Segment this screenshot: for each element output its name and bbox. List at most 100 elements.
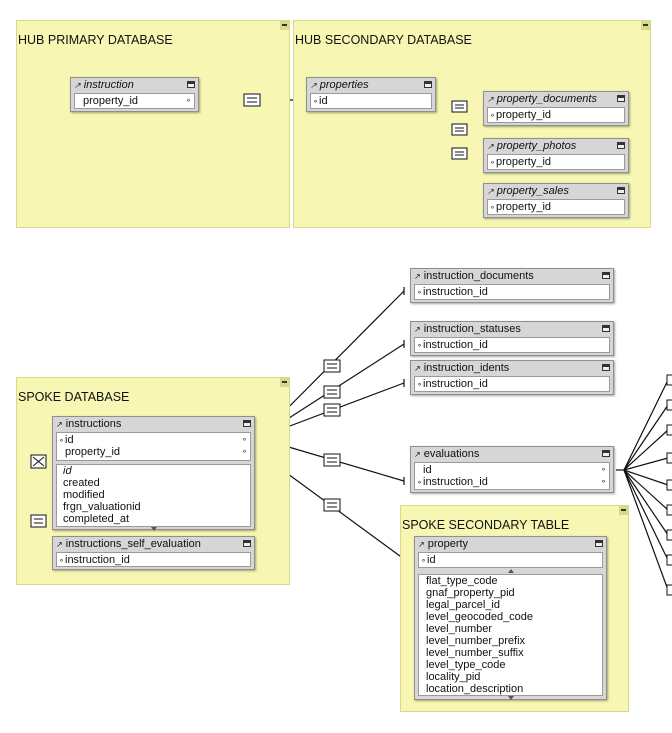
table-header[interactable]: ↗property_sales [484, 184, 628, 199]
field-row[interactable]: location_description [426, 683, 524, 695]
minimize-icon[interactable] [617, 187, 625, 194]
equals-operator-icon[interactable] [451, 100, 468, 113]
table-header[interactable]: ↗instruction [71, 78, 198, 93]
table-header[interactable]: ↗instructions [53, 417, 254, 432]
scroll-down-icon[interactable] [507, 696, 514, 700]
field-row[interactable]: property_id∘ [65, 446, 247, 458]
field-row[interactable]: level_type_code [426, 659, 506, 671]
table-instructions[interactable]: ↗instructions ∘id∘ property_id∘ id creat… [52, 416, 255, 531]
minimize-icon[interactable] [280, 21, 289, 30]
minimize-icon[interactable] [602, 450, 610, 457]
table-header[interactable]: ↗evaluations [411, 447, 613, 462]
minimize-icon[interactable] [595, 540, 603, 547]
equals-operator-icon[interactable] [323, 359, 341, 373]
minimize-icon[interactable] [617, 142, 625, 149]
field-row[interactable]: level_number [426, 623, 493, 635]
field-row[interactable]: frgn_valuationid [63, 501, 141, 513]
field-row[interactable]: level_number_suffix [426, 647, 524, 659]
table-header[interactable]: ↗instruction_statuses [411, 322, 613, 337]
field-row[interactable]: ∘property_id [490, 156, 552, 168]
minimize-icon[interactable] [280, 378, 289, 387]
equals-operator-icon[interactable] [323, 385, 341, 399]
group-title: HUB PRIMARY DATABASE [18, 33, 173, 47]
table-instruction-statuses[interactable]: ↗instruction_statuses ∘instruction_id [410, 321, 614, 356]
table-header[interactable]: ↗instruction_documents [411, 269, 613, 284]
table-instruction-idents[interactable]: ↗instruction_idents ∘instruction_id [410, 360, 614, 395]
equals-operator-icon[interactable] [323, 453, 341, 467]
scroll-down-icon[interactable] [150, 527, 157, 531]
scroll-up-icon[interactable] [507, 569, 514, 573]
arrow-icon: ↗ [487, 142, 494, 151]
table-property-sales[interactable]: ↗property_sales ∘property_id [483, 183, 629, 218]
table-header[interactable]: ↗property_documents [484, 92, 628, 107]
field-row[interactable]: locality_pid [426, 671, 481, 683]
minimize-icon[interactable] [424, 81, 432, 88]
minimize-icon[interactable] [641, 21, 650, 30]
table-name: instruction_statuses [423, 323, 521, 335]
minimize-icon[interactable] [602, 272, 610, 279]
field-list: ∘instruction_id [414, 284, 610, 300]
field-row[interactable]: modified [63, 489, 105, 501]
equals-operator-icon[interactable] [30, 514, 47, 528]
table-header[interactable]: ↗instruction_idents [411, 361, 613, 376]
minimize-icon[interactable] [617, 95, 625, 102]
field-row[interactable]: flat_type_code [426, 575, 498, 587]
field-row[interactable]: id [63, 465, 72, 477]
field-row[interactable]: ∘instruction_id [59, 554, 130, 566]
table-header[interactable]: ↗properties [307, 78, 435, 93]
arrow-icon: ↗ [414, 272, 421, 281]
table-property-photos[interactable]: ↗property_photos ∘property_id [483, 138, 629, 173]
field-row[interactable]: ∘id [313, 95, 328, 107]
equals-operator-icon[interactable] [451, 123, 468, 136]
arrow-icon: ↗ [310, 81, 317, 90]
field-row[interactable]: ∘instruction_id [417, 378, 488, 390]
field-list: ∘property_id [487, 154, 625, 170]
minimize-icon[interactable] [619, 506, 628, 515]
arrow-icon: ↗ [74, 81, 81, 90]
table-header[interactable]: ↗instructions_self_evaluation [53, 537, 254, 552]
field-row[interactable]: level_geocoded_code [426, 611, 534, 623]
table-header[interactable]: ↗property [415, 537, 606, 552]
minimize-icon[interactable] [243, 540, 251, 547]
table-instruction[interactable]: ↗instruction property_id∘ [70, 77, 199, 112]
arrow-icon: ↗ [414, 364, 421, 373]
minimize-icon[interactable] [187, 81, 195, 88]
field-list: flat_type_code gnaf_property_pid legal_p… [418, 574, 603, 696]
field-row[interactable]: ∘id [421, 554, 436, 566]
field-row[interactable]: property_id∘ [83, 95, 191, 107]
field-row[interactable]: ∘id∘ [59, 434, 247, 446]
field-row[interactable]: legal_parcel_id [426, 599, 500, 611]
field-row[interactable]: id∘ [423, 464, 606, 476]
minimize-icon[interactable] [602, 325, 610, 332]
table-name: property_documents [496, 93, 597, 105]
table-instructions-self-evaluation[interactable]: ↗instructions_self_evaluation ∘instructi… [52, 536, 255, 570]
table-instruction-documents[interactable]: ↗instruction_documents ∘instruction_id [410, 268, 614, 303]
table-property-documents[interactable]: ↗property_documents ∘property_id [483, 91, 629, 126]
field-row[interactable]: gnaf_property_pid [426, 587, 515, 599]
field-row[interactable]: ∘property_id [490, 201, 552, 213]
equals-operator-icon[interactable] [243, 93, 261, 107]
cross-operator-icon[interactable] [30, 454, 47, 469]
field-row[interactable]: completed_at [63, 513, 130, 525]
equals-operator-icon[interactable] [451, 147, 468, 160]
field-row[interactable]: created [63, 477, 100, 489]
field-list: id∘ ∘instruction_id∘ [414, 462, 610, 490]
equals-operator-icon[interactable] [323, 403, 341, 417]
field-row[interactable]: ∘property_id [490, 109, 552, 121]
table-property[interactable]: ↗property ∘id flat_type_code gnaf_proper… [414, 536, 607, 700]
minimize-icon[interactable] [602, 364, 610, 371]
table-properties[interactable]: ↗properties ∘id [306, 77, 436, 112]
group-title: SPOKE DATABASE [18, 390, 130, 404]
field-row[interactable]: ∘instruction_id [417, 286, 488, 298]
field-row[interactable]: ∘instruction_id [417, 339, 488, 351]
table-name: instruction_idents [423, 362, 510, 374]
field-row[interactable]: level_number_prefix [426, 635, 526, 647]
field-list: id created modified frgn_valuationid com… [56, 464, 251, 527]
equals-operator-icon[interactable] [323, 498, 341, 512]
minimize-icon[interactable] [243, 420, 251, 427]
table-header[interactable]: ↗property_photos [484, 139, 628, 154]
table-evaluations[interactable]: ↗evaluations id∘ ∘instruction_id∘ [410, 446, 614, 493]
group-title: SPOKE SECONDARY TABLE [402, 518, 570, 532]
field-list: ∘property_id [487, 199, 625, 215]
field-row[interactable]: ∘instruction_id∘ [417, 476, 606, 488]
